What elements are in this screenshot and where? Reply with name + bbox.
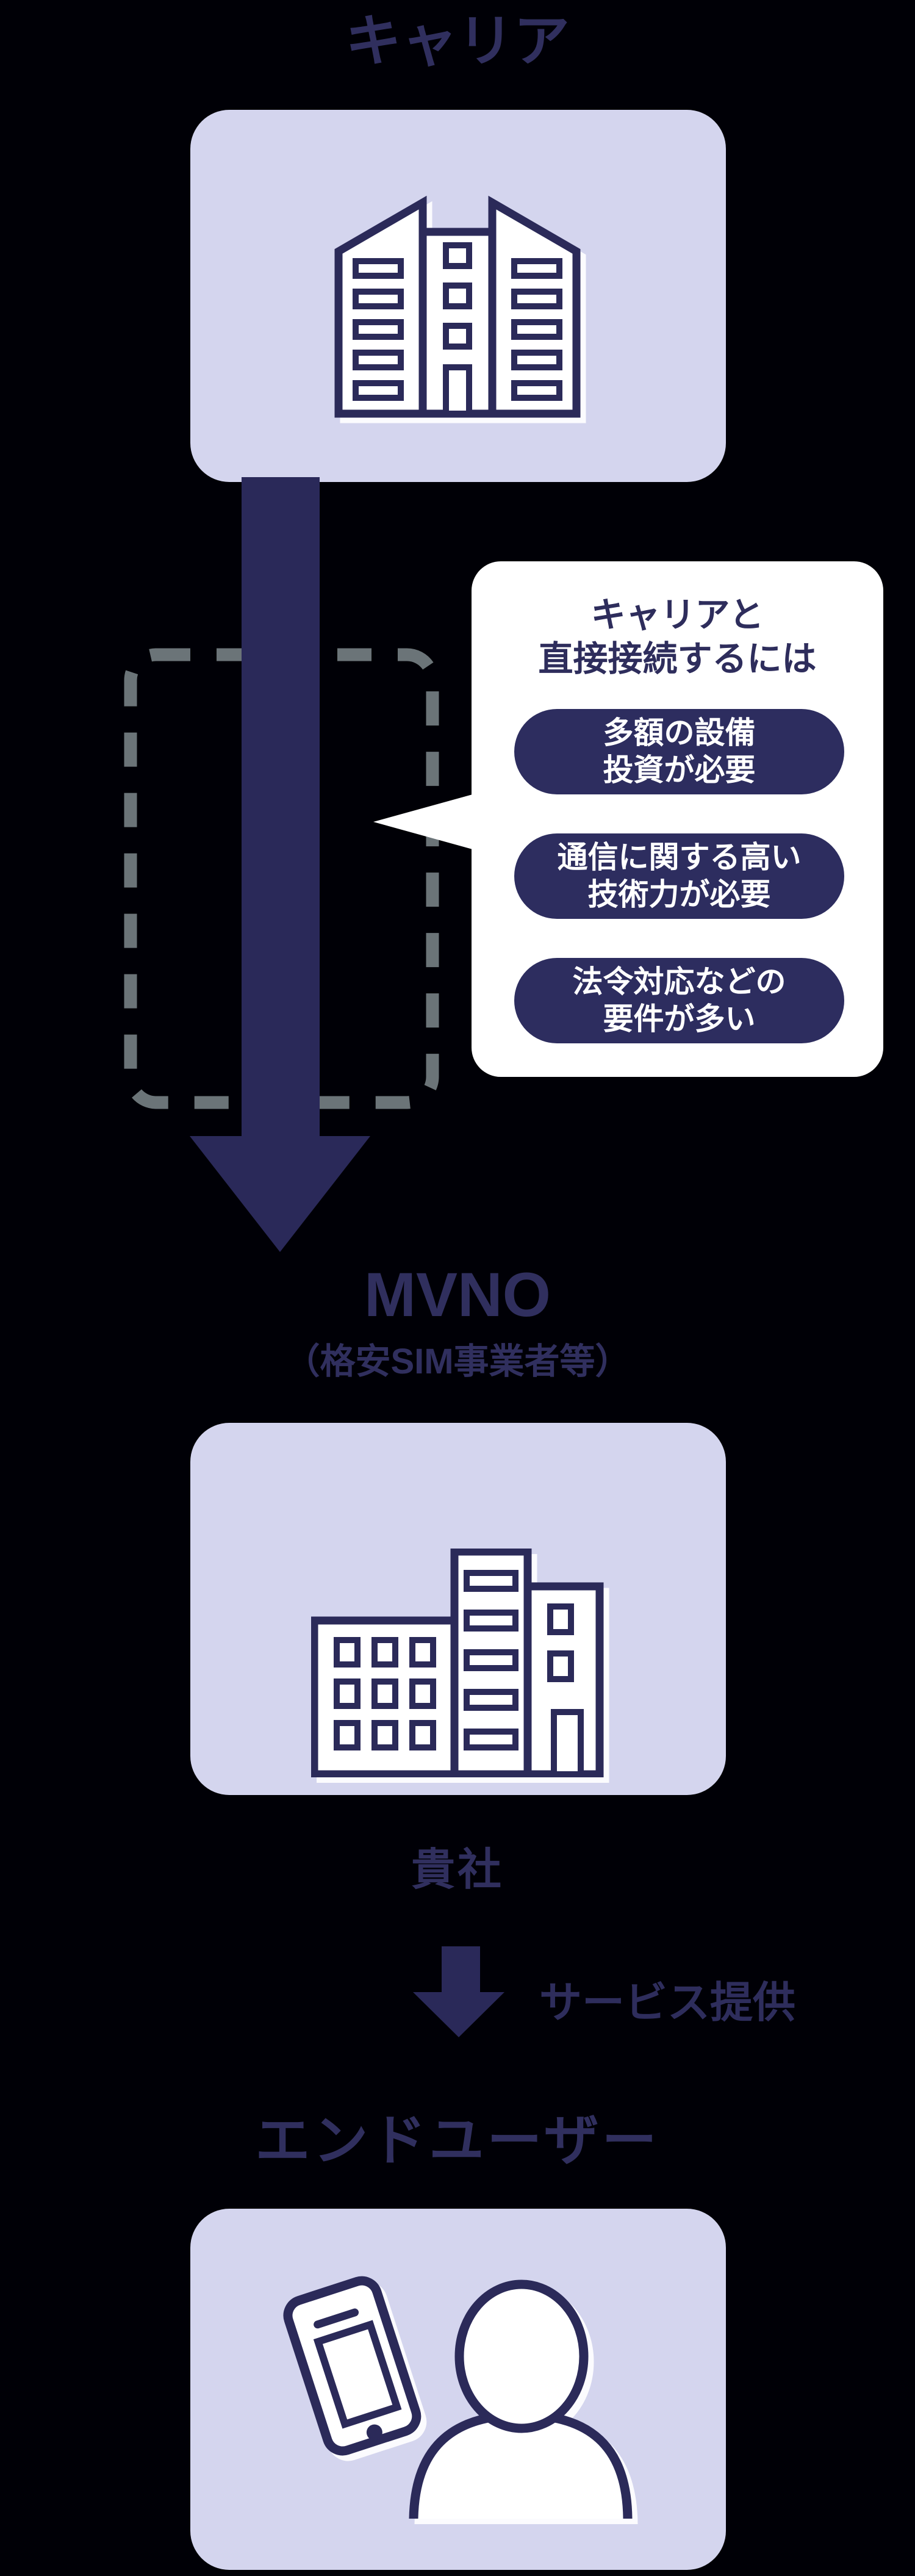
smartphone-icon (283, 2276, 422, 2456)
pill-line: 技術力が必要 (587, 877, 771, 912)
requirement-pill-regulation: 法令対応などの 要件が多い (514, 958, 844, 1043)
callout-pointer (373, 793, 477, 851)
pill-line: 法令対応などの (572, 965, 786, 999)
person-icon (409, 2279, 633, 2519)
carrier-title: キャリア (345, 10, 570, 73)
service-arrow-shaft (442, 1946, 480, 1993)
requirement-pill-investment: 多額の設備 投資が必要 (514, 709, 844, 794)
callout-bubble: キャリアと 直接接続するには 多額の設備 投資が必要 通信に関する高い 技術力が… (472, 561, 883, 1077)
pill-line: 通信に関する高い (557, 840, 802, 874)
service-arrow-head (413, 1992, 504, 2037)
callout-title-line2: 直接接続するには (538, 639, 817, 678)
company-building-icon (311, 1549, 604, 1777)
main-down-arrow-head (190, 1136, 370, 1252)
your-company-label: 貴社 (411, 1846, 504, 1894)
pill-line: 多額の設備 (603, 716, 756, 750)
pill-line: 要件が多い (603, 1002, 756, 1036)
end-user-title: エンドユーザー (255, 2110, 660, 2171)
pill-line: 投資が必要 (603, 753, 756, 787)
office-building-icon (334, 195, 581, 418)
service-label: サービス提供 (539, 1979, 795, 2026)
mvno-subtitle: （格安SIM事業者等） (284, 1342, 631, 1381)
person-with-smartphone-icon (283, 2276, 633, 2519)
mvno-title: MVNO (364, 1260, 551, 1329)
callout-title: キャリアと 直接接続するには (472, 593, 883, 681)
requirement-pill-technology: 通信に関する高い 技術力が必要 (514, 833, 844, 919)
callout-title-line1: キャリアと (590, 595, 764, 635)
main-down-arrow-shaft (242, 477, 320, 1137)
